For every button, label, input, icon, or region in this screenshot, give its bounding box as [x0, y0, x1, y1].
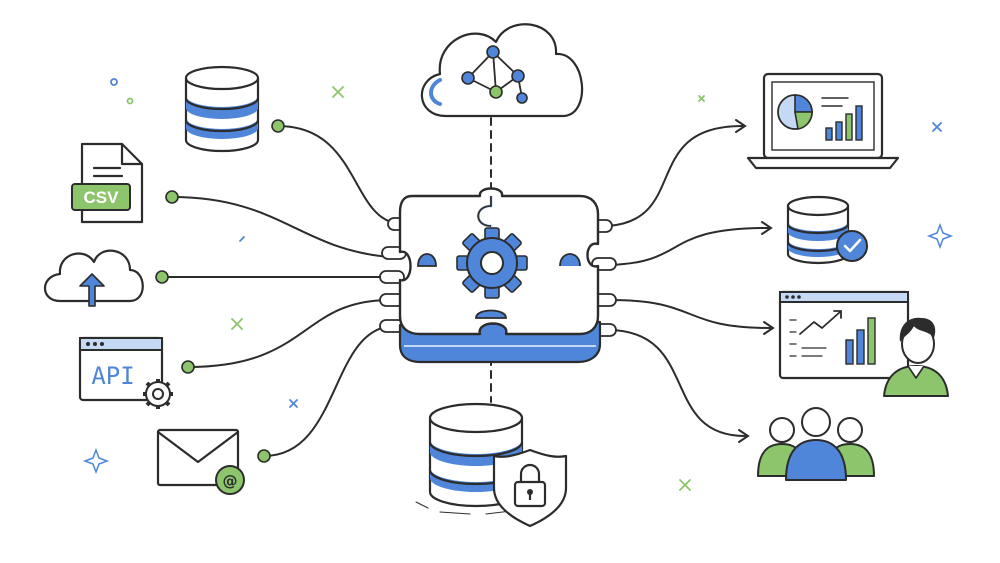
deco-circle	[126, 97, 134, 105]
person-icon	[883, 317, 949, 397]
arrowhead-analytics	[763, 321, 775, 335]
lock-shield-icon	[492, 448, 568, 528]
cloud-network-icon	[420, 23, 584, 118]
upload-arrow	[79, 273, 105, 307]
connection-lines	[161, 117, 775, 457]
arrowhead-database-check	[761, 221, 773, 235]
sparkle-blue	[932, 122, 942, 132]
database-icon	[184, 65, 260, 153]
star-blue	[926, 222, 954, 250]
dot-csv	[165, 190, 179, 204]
connector-laptop	[607, 125, 743, 227]
database-check-icon	[786, 195, 868, 265]
connector-email	[263, 325, 393, 457]
csv-badge	[71, 183, 131, 211]
sparkle-blue	[289, 399, 298, 408]
bar-chart-icon	[825, 105, 863, 141]
connector-analytics	[609, 299, 771, 329]
csv-file-icon: CSV	[71, 142, 144, 224]
api-window-icon: API	[78, 336, 164, 402]
sparkle-green	[679, 479, 691, 491]
trend-line	[799, 311, 841, 335]
arrowhead-team	[738, 429, 750, 443]
sparkle-green	[231, 318, 243, 330]
gear-icon	[143, 379, 173, 409]
laptop-dashboard-icon	[746, 72, 900, 170]
email-icon: @	[156, 428, 245, 495]
email-badge-label: @	[223, 472, 238, 490]
email-at-badge	[215, 465, 245, 495]
connector-database-check	[609, 227, 769, 266]
connector-database	[277, 125, 401, 225]
analytics-window-icon	[778, 290, 910, 380]
puzzle-hub-icon	[379, 187, 617, 364]
dot-cloud-upload	[155, 270, 169, 284]
dot-database	[271, 119, 285, 133]
dash-marks	[239, 236, 245, 242]
deco-circle	[110, 78, 118, 86]
api-label: API	[91, 362, 134, 390]
team-icon	[757, 407, 875, 481]
star-blue	[82, 447, 110, 475]
arrowhead-laptop	[735, 119, 747, 133]
decorations	[82, 78, 954, 491]
sparkle-green	[698, 95, 705, 102]
gear-icon	[456, 227, 528, 299]
connector-dots	[155, 119, 285, 463]
sparkle-green	[332, 86, 344, 98]
check-badge-icon	[836, 230, 868, 262]
csv-label: CSV	[84, 188, 120, 207]
dot-api	[181, 360, 195, 374]
connector-csv	[171, 196, 391, 258]
dot-email	[257, 449, 271, 463]
pie-chart-icon	[777, 94, 813, 130]
cloud-upload-icon	[44, 249, 144, 307]
connector-api	[187, 299, 391, 368]
connector-team	[609, 329, 746, 437]
